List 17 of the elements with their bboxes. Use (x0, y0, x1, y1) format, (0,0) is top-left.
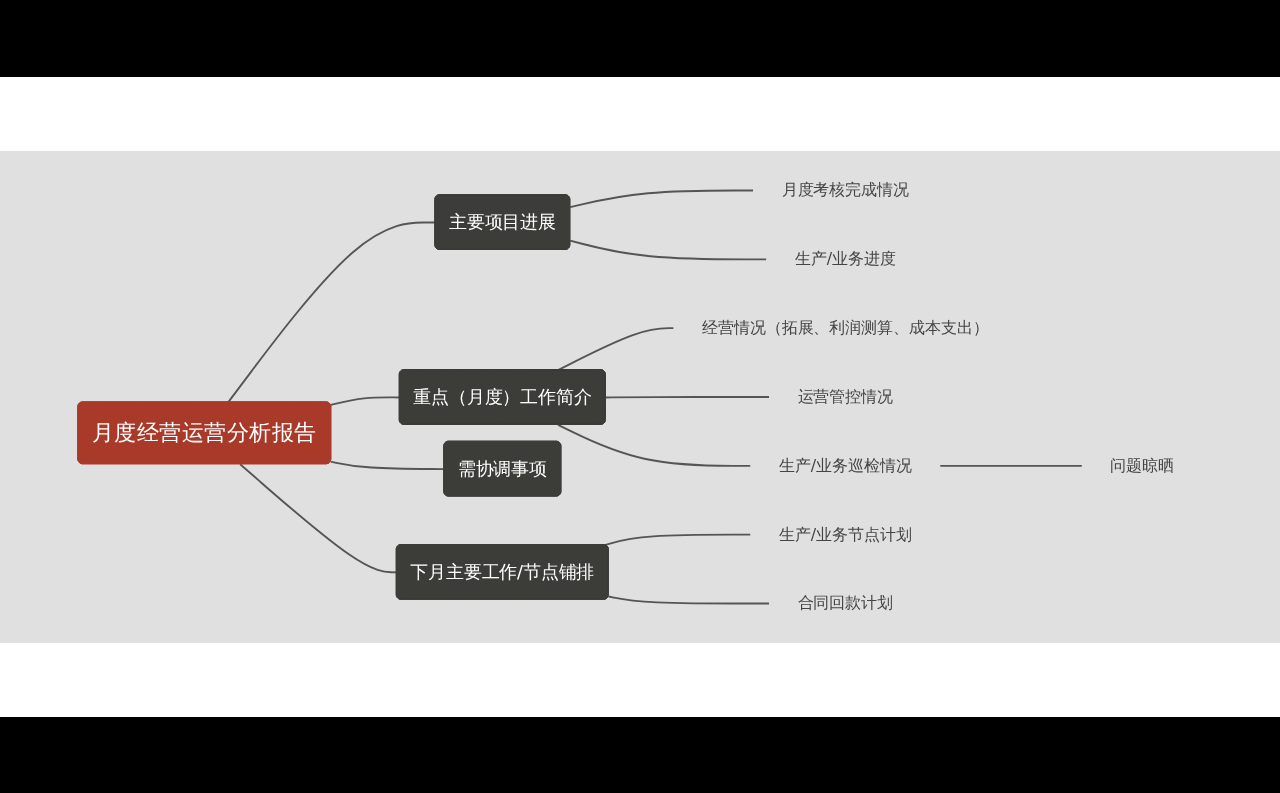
connector (569, 189, 755, 209)
node-text: 生产/业务进度 (794, 249, 896, 268)
connector (557, 423, 752, 467)
node-text: 月度考核完成情况 (781, 180, 909, 200)
connector (557, 327, 675, 371)
connector (239, 463, 398, 574)
connector (329, 396, 401, 406)
node-text: 经营情况（拓展、利润测算、成本支出） (702, 318, 989, 337)
node-text: 生产/业务节点计划 (778, 524, 912, 544)
node-text: 问题晾晒 (1110, 455, 1175, 475)
connector (569, 239, 768, 261)
node-text: 合同回款计划 (797, 593, 894, 613)
connector (604, 396, 771, 399)
node-text: 运营管控情况 (797, 386, 894, 406)
connector (607, 595, 771, 605)
connector (938, 464, 1084, 467)
node-text: 生产/业务巡检情况 (778, 455, 912, 475)
